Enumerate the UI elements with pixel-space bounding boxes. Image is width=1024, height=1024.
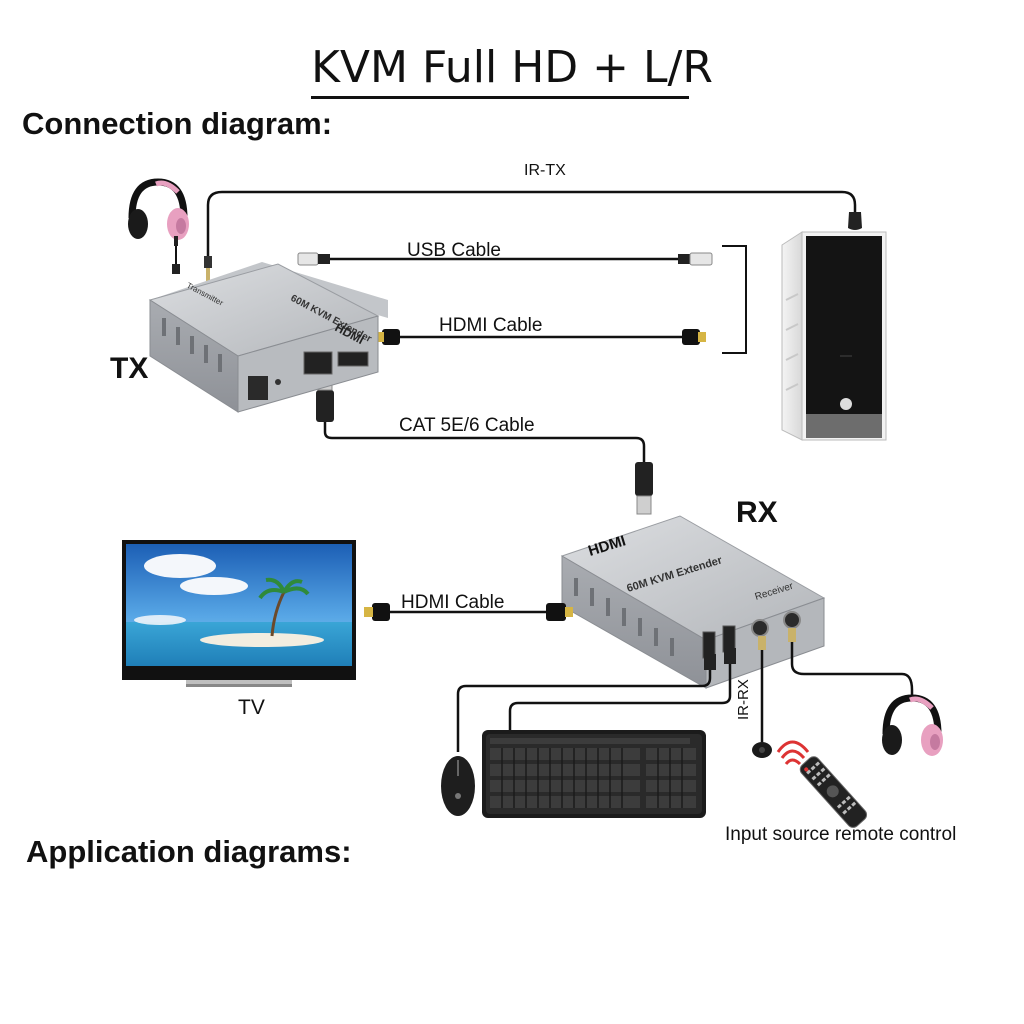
usb-plugs-rx [704, 628, 796, 670]
ir-tx-emitter [848, 212, 862, 230]
tx-audio-jack [204, 256, 212, 284]
mouse-icon [441, 756, 475, 816]
tv-label: TV [238, 696, 265, 719]
page-title: KVM Full HD + L/R [311, 42, 713, 93]
ir-tx-label: IR-TX [524, 162, 566, 179]
rx-label: RX [736, 496, 778, 529]
ir-receiver-icon [752, 742, 772, 758]
cat-cable-label: CAT 5E/6 Cable [399, 415, 535, 436]
keyboard-icon [482, 730, 706, 818]
usb-cable-label: USB Cable [407, 240, 501, 261]
headphones-icon [882, 694, 943, 756]
ir-tx-cable [206, 190, 857, 258]
application-diagrams-heading: Application diagrams: [26, 834, 352, 869]
usb-cable [297, 252, 713, 266]
pc-tower-icon [781, 231, 887, 441]
tx-device: 60M KVM Extender Transmitter HDMI [148, 262, 388, 413]
remote-control-icon [776, 740, 868, 828]
connection-diagram-heading: Connection diagram: [22, 106, 333, 141]
hdmi-cable-top-label: HDMI Cable [439, 315, 543, 336]
hdmi-cable-top [376, 329, 706, 345]
cat-cable [316, 371, 653, 515]
title-underline [311, 96, 689, 99]
usb-peripheral-cables [456, 634, 914, 752]
tv-icon [122, 540, 356, 687]
hdmi-cable-bottom-label: HDMI Cable [401, 592, 505, 613]
pc-bracket [722, 245, 747, 354]
remote-caption: Input source remote control [725, 824, 957, 845]
rx-device: HDMI 60M KVM Extender Receiver [560, 515, 826, 689]
tx-label: TX [110, 352, 149, 385]
ir-rx-label: IR-RX [735, 679, 752, 720]
headphones-icon [128, 178, 189, 274]
hdmi-cable-bottom [364, 603, 573, 621]
